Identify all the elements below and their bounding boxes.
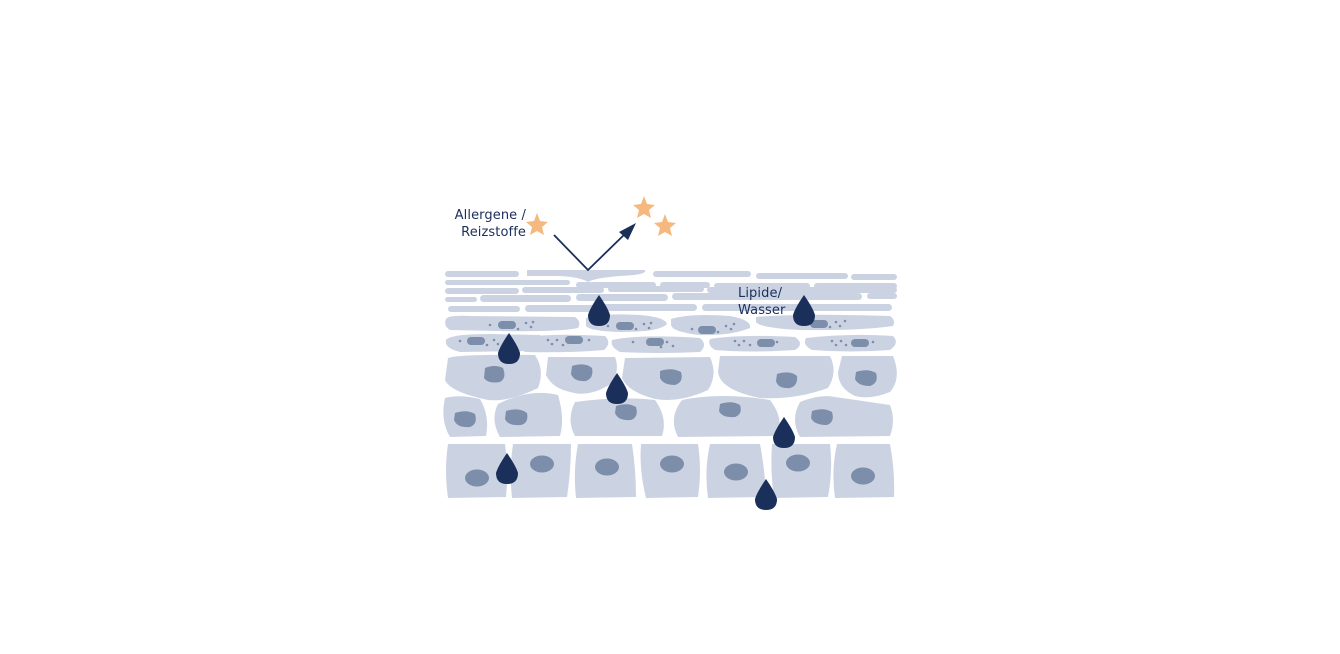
- stratum-spinosum: [443, 354, 897, 437]
- allergens-label-line2: Reizstoffe: [461, 225, 526, 240]
- allergens-label-line1: Allergene /: [454, 208, 526, 223]
- lipids-label-line1: Lipide/: [738, 286, 783, 301]
- water-drop-icon: [496, 295, 815, 510]
- stratum-corneum: [445, 270, 897, 312]
- arrow-head-icon: [619, 223, 636, 240]
- stratum-granulosum: [445, 314, 896, 353]
- allergens-label: Allergene / Reizstoffe: [446, 207, 526, 241]
- stratum-basale: [446, 444, 895, 498]
- star-icon: [526, 196, 676, 236]
- lipids-label-line2: Wasser: [738, 303, 786, 318]
- lipids-water-label: Lipide/ Wasser: [738, 285, 785, 319]
- deflection-arrow-icon: [553, 230, 629, 272]
